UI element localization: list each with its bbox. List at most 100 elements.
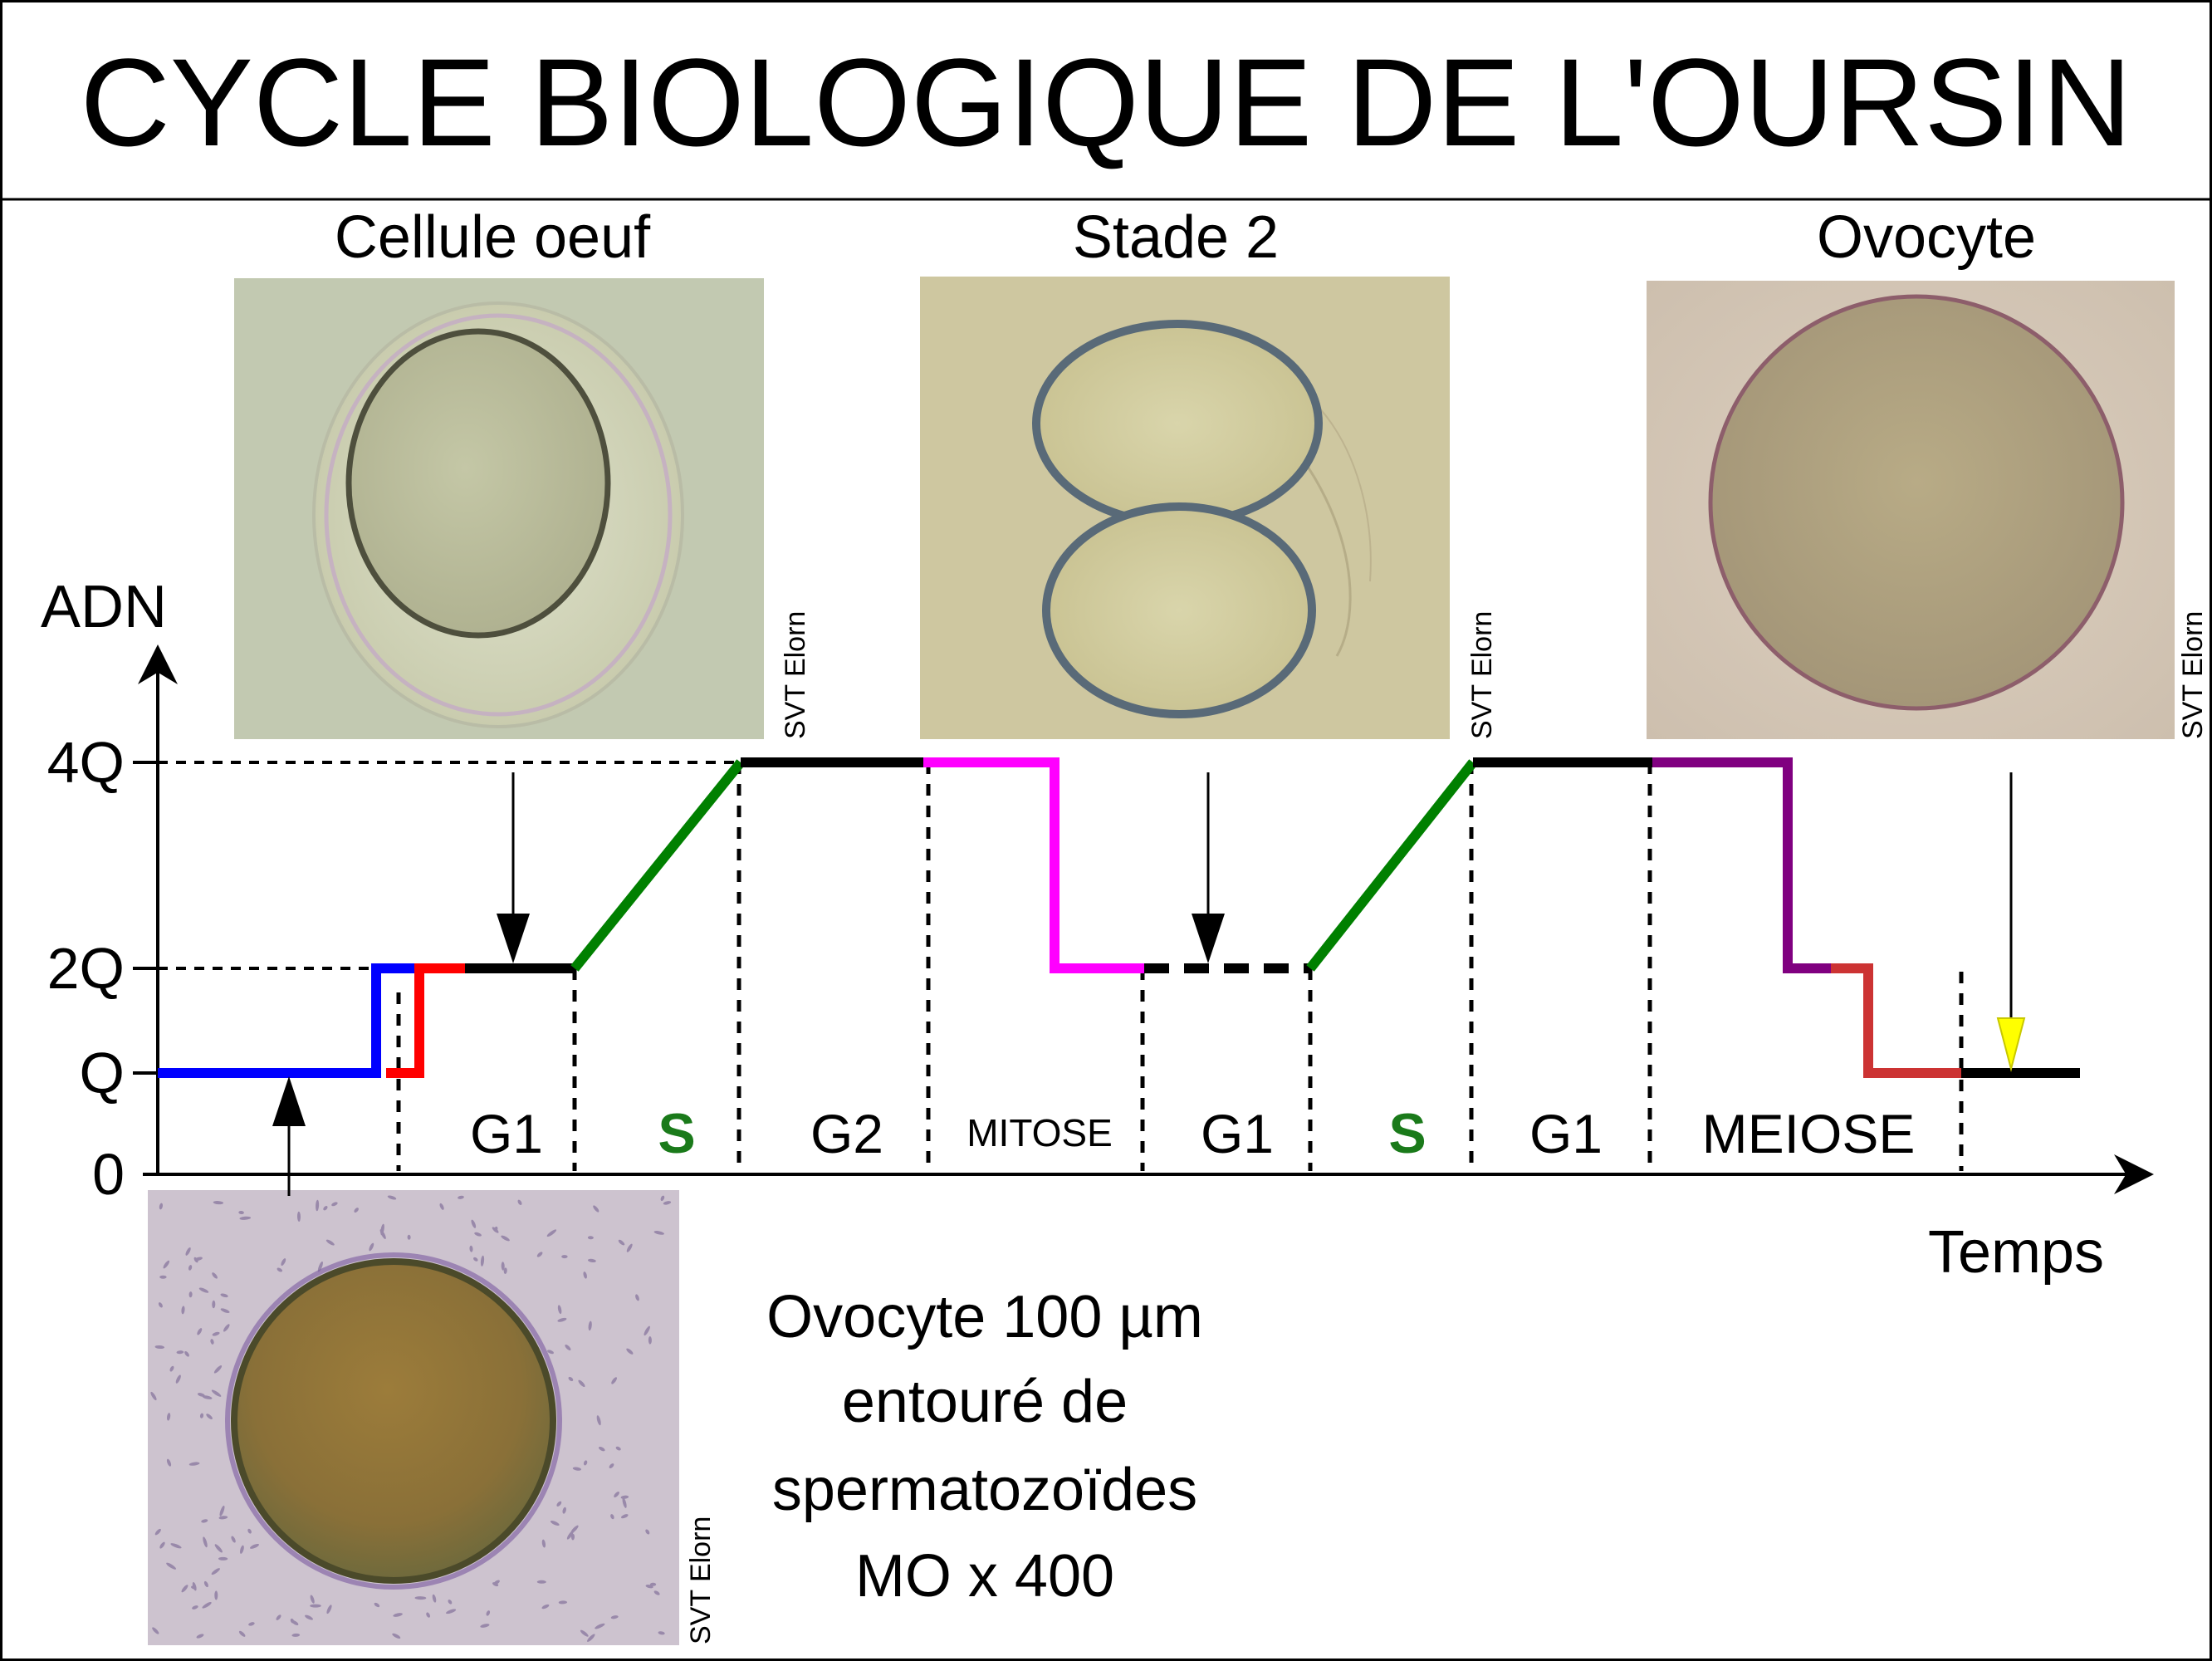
sperm-speck — [492, 1582, 499, 1587]
sperm-speck — [166, 1562, 177, 1570]
phase-label: G1 — [470, 1103, 543, 1164]
mitosis-line — [923, 757, 1144, 973]
sperm-speck — [536, 1580, 546, 1584]
sperm-speck — [387, 1195, 397, 1200]
oocyte-photo-label: Ovocyte — [1817, 204, 2036, 271]
sperm-speck — [546, 1229, 557, 1237]
sperm-speck — [494, 1226, 498, 1232]
sperm-speck — [448, 1599, 453, 1605]
fertilization-arrow-head — [1996, 1017, 2026, 1072]
sperm-speck — [653, 1590, 660, 1595]
sperm-speck — [310, 1595, 315, 1604]
sperm-speck — [159, 1541, 165, 1549]
sperm-speck — [611, 1377, 618, 1384]
sperm-speck — [578, 1379, 585, 1387]
sperm-speck — [213, 1365, 223, 1374]
sperm-speck — [471, 1219, 477, 1228]
sperm-speck — [653, 1231, 664, 1235]
sperm-speck — [220, 1293, 228, 1298]
sperm-speck — [486, 1610, 491, 1616]
sperm-speck — [407, 1234, 411, 1240]
sperm-speck — [557, 1305, 562, 1315]
sperm-speck — [635, 1294, 639, 1301]
sperm-speck — [248, 1622, 255, 1626]
sperm-speck — [239, 1545, 244, 1554]
sperm-speck — [393, 1613, 403, 1617]
sperm-speck — [154, 1345, 165, 1350]
sperm-speck — [517, 1199, 522, 1205]
sperm-speck — [185, 1247, 191, 1256]
sperm-speck — [323, 1205, 328, 1211]
sperm-speck — [199, 1413, 204, 1418]
sperm-speck — [169, 1365, 174, 1372]
sperm-speck — [587, 1236, 594, 1240]
sperm-speck — [202, 1601, 212, 1609]
sperm-speck — [626, 1348, 634, 1355]
sperm-speck — [212, 1300, 216, 1309]
sperm-speck — [609, 1463, 614, 1469]
sperm-speck — [439, 1203, 444, 1210]
sperm-speck — [163, 1260, 170, 1269]
sperm-speck — [541, 1539, 546, 1548]
sperm-speck — [369, 1242, 374, 1252]
sperm-speck — [614, 1492, 619, 1497]
dna-curve — [158, 757, 2080, 1078]
sperm-speck — [374, 1602, 380, 1608]
sperm-speck — [566, 1531, 574, 1540]
sperm-speck — [658, 1631, 665, 1635]
sperm-speck — [620, 1514, 629, 1519]
phase-label: G2 — [810, 1103, 883, 1164]
sperm-speck — [596, 1415, 601, 1426]
sperm-speck — [238, 1210, 244, 1215]
phase-label: S — [658, 1102, 695, 1165]
phase-separators — [396, 762, 1964, 1171]
sperm-speck — [325, 1239, 335, 1246]
sperm-speck — [557, 1317, 567, 1322]
sperm-speck — [626, 1243, 633, 1252]
oocyte-with-sperm-photo — [148, 1190, 679, 1645]
sperm-speck — [648, 1336, 652, 1345]
sperm-speck — [570, 1533, 575, 1541]
sperm-speck — [503, 1267, 507, 1274]
sperm-speck — [213, 1201, 224, 1205]
sperm-speck — [610, 1514, 614, 1520]
phase-label: G1 — [1201, 1103, 1274, 1164]
s-phase-line-1 — [570, 759, 745, 972]
sperm-speck — [469, 1245, 473, 1252]
sperm-speck — [316, 1199, 320, 1212]
phase-label: MEIOSE — [1702, 1103, 1916, 1164]
sperm-speck — [218, 1516, 228, 1520]
sperm-speck — [150, 1391, 157, 1401]
sperm-speck — [644, 1325, 650, 1336]
arrow-head — [1192, 914, 1225, 963]
sperm-speck — [219, 1505, 225, 1516]
sperm-speck — [201, 1519, 208, 1523]
sperm-speck — [281, 1258, 286, 1267]
sperm-speck — [239, 1216, 252, 1220]
sperm-speck — [211, 1389, 222, 1397]
sperm-speck — [220, 1308, 230, 1313]
sperm-speck — [660, 1195, 665, 1201]
photo-credit: SVT Elorn — [2177, 611, 2209, 739]
sperm-speck — [158, 1302, 163, 1308]
sperm-speck — [197, 1393, 205, 1397]
sperm-speck — [426, 1612, 430, 1618]
egg-cell-photo — [234, 278, 764, 739]
sperm-speck — [541, 1604, 550, 1610]
meiosis-2-line — [1831, 963, 1961, 1078]
oocyte-dna-line — [386, 963, 465, 1078]
sperm-speck — [568, 1376, 574, 1382]
sperm-speck — [238, 1630, 246, 1637]
sperm-speck — [572, 1467, 582, 1471]
sperm-speck — [176, 1350, 184, 1355]
sperm-speck — [649, 1582, 657, 1586]
sperm-speck — [598, 1447, 605, 1452]
stage2-photo-label: Stade 2 — [1073, 204, 1279, 271]
sperm-speck — [583, 1271, 587, 1279]
sperm-speck — [197, 1328, 203, 1335]
sperm-speck — [432, 1594, 437, 1603]
sperm-speck — [202, 1395, 213, 1399]
sperm-speck — [166, 1458, 172, 1467]
sperm-speck — [154, 1528, 161, 1536]
